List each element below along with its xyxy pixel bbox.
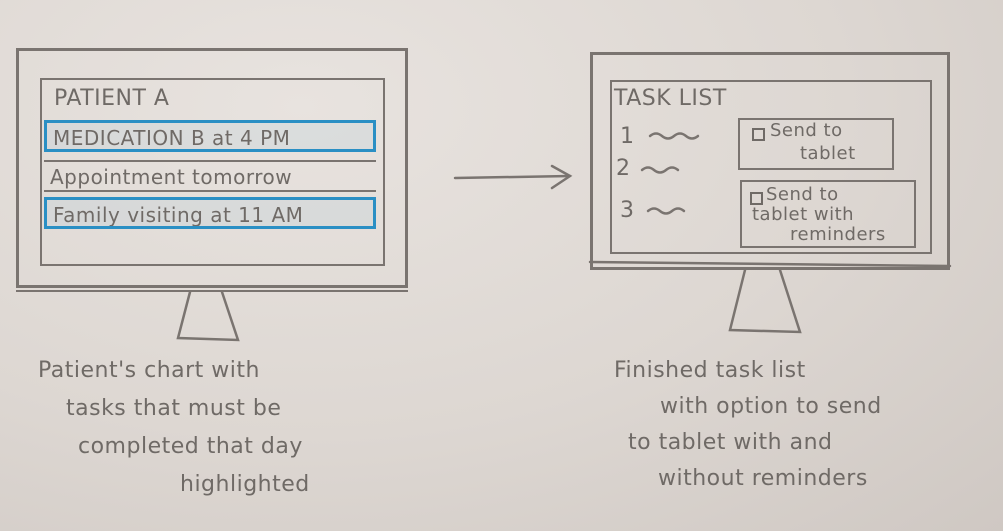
option-2-line-2: tablet with <box>752 204 855 225</box>
right-caption-line-1: Finished task list <box>614 358 806 383</box>
flow-arrow-head <box>550 164 573 190</box>
chart-row-family: Family visiting at 11 AM <box>44 197 376 229</box>
chart-row-medication: MEDICATION B at 4 PM <box>44 120 376 152</box>
left-caption-line-3: completed that day <box>78 434 303 459</box>
right-caption-line-2: with option to send <box>660 394 882 419</box>
left-monitor-screen <box>40 78 385 266</box>
left-monitor-stand <box>176 290 240 342</box>
option-2-line-1: Send to <box>766 184 839 205</box>
left-monitor-base-line <box>16 290 408 292</box>
right-caption-line-4: without reminders <box>658 466 868 491</box>
chart-row-appointment: Appointment tomorrow <box>44 160 376 192</box>
left-caption-line-4: highlighted <box>180 472 310 497</box>
task-squiggle-3 <box>646 207 686 215</box>
option-1-line-2: tablet <box>800 143 856 164</box>
task-squiggle-2 <box>640 166 680 174</box>
right-monitor-ledge <box>588 260 952 268</box>
send-to-tablet-option[interactable] <box>738 118 894 170</box>
right-monitor-stand <box>728 268 802 334</box>
left-monitor-frame <box>16 48 408 288</box>
task-number-3: 3 <box>620 198 635 223</box>
task-list-title: TASK LIST <box>614 86 727 111</box>
left-caption-line-1: Patient's chart with <box>38 358 260 383</box>
checkbox-icon[interactable] <box>750 192 763 205</box>
option-1-line-1: Send to <box>770 120 843 141</box>
option-2-line-3: reminders <box>790 224 886 245</box>
task-number-2: 2 <box>616 156 631 181</box>
left-caption-line-2: tasks that must be <box>66 396 282 421</box>
right-monitor-frame <box>590 52 950 270</box>
task-squiggle-1 <box>648 132 700 140</box>
checkbox-icon[interactable] <box>752 128 765 141</box>
right-caption-line-3: to tablet with and <box>628 430 833 455</box>
task-number-1: 1 <box>620 124 635 149</box>
right-monitor-screen <box>610 80 932 254</box>
flow-arrow-shaft <box>453 174 572 180</box>
patient-title: PATIENT A <box>54 86 170 111</box>
send-with-reminders-option[interactable] <box>740 180 916 248</box>
